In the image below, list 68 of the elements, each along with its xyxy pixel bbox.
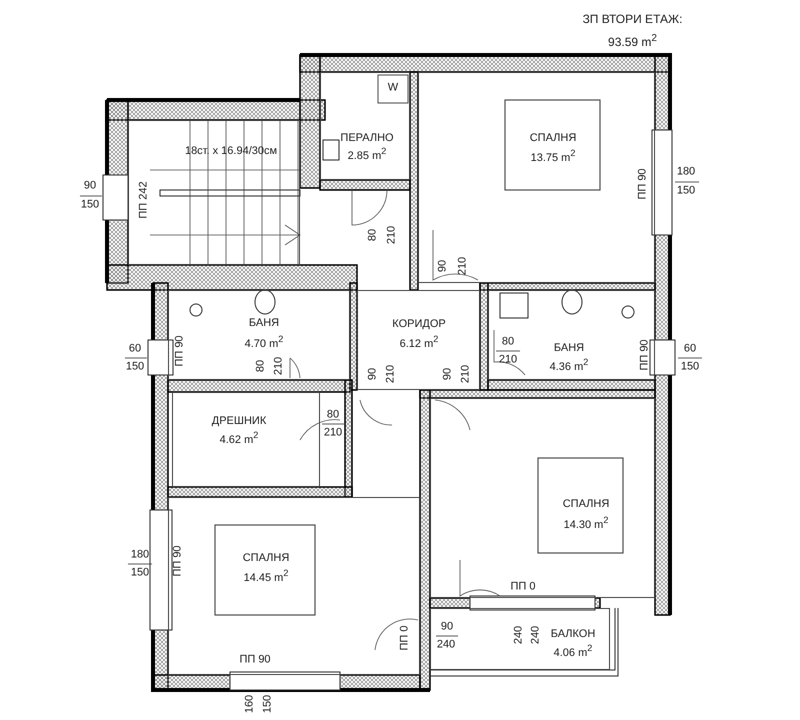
- staircase: [128, 120, 300, 265]
- room-name: БАЛКОН: [550, 628, 596, 640]
- dimension-label: 150: [130, 568, 150, 578]
- room-area: 14.30 m$^{2}$: [564, 515, 608, 531]
- dimension-label: 80: [502, 336, 514, 348]
- room-name: СПАЛНЯ: [530, 132, 576, 144]
- dimension-label: 180: [130, 550, 150, 560]
- floor-area-title: ЗП ВТОРИ ЕТАЖ: 93.59 m$^{2}$: [582, 11, 684, 51]
- dimension-label: 240: [530, 626, 542, 644]
- dimension-label: 80: [326, 410, 340, 420]
- dimension-label: 90: [442, 368, 454, 380]
- dimension-label: 80: [256, 360, 266, 372]
- sill-height-label: ПП 90: [239, 654, 271, 666]
- dimension-label: 210: [386, 226, 398, 244]
- sill-height-label: ПП 90: [640, 339, 650, 371]
- room: [488, 290, 655, 380]
- room: [418, 72, 655, 283]
- dimension-label: 210: [274, 356, 284, 376]
- dimension-label: 210: [498, 354, 518, 366]
- room-area: 14.45 m$^{2}$: [244, 568, 288, 584]
- room: [172, 392, 320, 487]
- room-name: ПЕРАЛНО: [340, 132, 394, 144]
- dimension-label: 150: [676, 186, 696, 196]
- room-name: КОРИДОР: [392, 318, 446, 330]
- dimension-label: 90: [438, 260, 448, 272]
- sill-height-label: ПП 90: [172, 545, 184, 577]
- room-name: БАНЯ: [248, 317, 280, 329]
- dimension-label: 90: [368, 368, 378, 380]
- sill-height-label: ПП 90: [174, 335, 186, 367]
- sill-height-label: ПП 0: [510, 582, 536, 592]
- room-area: 2.85 m$^{2}$: [348, 146, 386, 162]
- dimension-label: 150: [80, 200, 100, 210]
- dimension-label: 60: [684, 344, 696, 354]
- room: [168, 497, 420, 675]
- dimension-label: 180: [676, 166, 696, 178]
- dimension-label: 210: [460, 364, 472, 384]
- dimension-label: 240: [514, 626, 524, 644]
- dimension-label: 90: [84, 180, 96, 192]
- room-area: 4.70 m$^{2}$: [244, 334, 284, 350]
- dimension-label: 150: [680, 362, 700, 372]
- room: [430, 608, 610, 670]
- dimension-label: 210: [458, 256, 468, 276]
- room: [320, 72, 410, 180]
- appliance-mark: W: [388, 82, 398, 94]
- room: [430, 398, 655, 598]
- sill-height-label: ПП 0: [400, 626, 410, 650]
- dimension-label: 80: [368, 228, 378, 242]
- room: [168, 290, 350, 380]
- dimension-label: 150: [262, 694, 274, 714]
- dimension-label: 160: [244, 694, 256, 714]
- room-name: БАНЯ: [554, 342, 584, 354]
- dimension-label: 210: [324, 428, 342, 438]
- room-area: 4.62 m$^{2}$: [220, 430, 258, 446]
- sill-height-label: ПП 242: [138, 181, 150, 219]
- room-name: ДРЕШНИК: [212, 415, 266, 427]
- room-area: 4.06 m$^{2}$: [554, 643, 592, 659]
- sill-height-label: ПП 90: [638, 168, 648, 200]
- dimension-label: 150: [126, 362, 144, 372]
- room-area: 4.36 m$^{2}$: [550, 357, 588, 373]
- dimension-label: 210: [386, 364, 396, 384]
- dimension-label: 240: [436, 640, 456, 650]
- dimension-label: 90: [440, 622, 454, 632]
- room-area: 6.12 m$^{2}$: [400, 334, 438, 350]
- room: [357, 290, 480, 390]
- room-name: СПАЛНЯ: [242, 552, 290, 564]
- room-area: 13.75 m$^{2}$: [530, 148, 576, 164]
- dimension-label: 60: [128, 344, 142, 354]
- room-name: СПАЛНЯ: [562, 498, 610, 510]
